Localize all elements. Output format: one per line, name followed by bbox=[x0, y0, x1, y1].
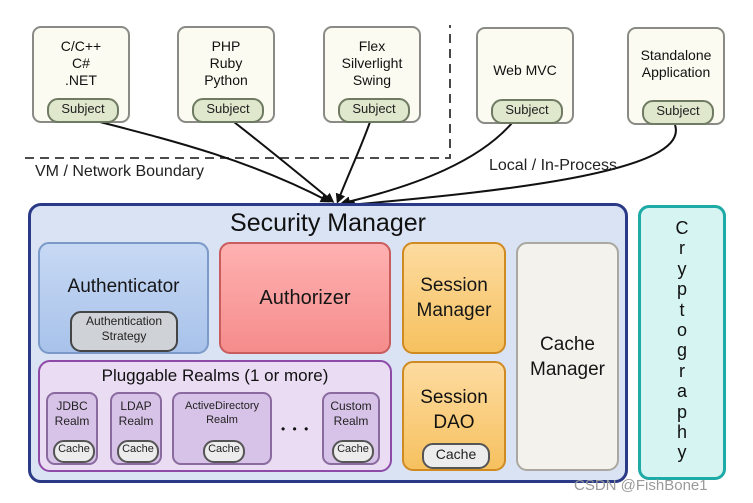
client-standalone: Standalone Application Subject bbox=[627, 27, 725, 125]
realm-line: Realm bbox=[54, 414, 90, 428]
client-line: Swing bbox=[352, 72, 392, 88]
cache-manager-line: Manager bbox=[530, 358, 605, 380]
client-line: Web MVC bbox=[493, 62, 557, 78]
realm-cache: Cache bbox=[117, 440, 159, 463]
realm-cache: Cache bbox=[203, 440, 245, 463]
client-line: C/C++ bbox=[60, 38, 102, 54]
arrow-from-webmvc bbox=[340, 122, 513, 207]
client-line: Standalone bbox=[640, 47, 712, 63]
realm-line: LDAP bbox=[120, 399, 152, 413]
realm-activedirectory: ActiveDirectory Realm Cache bbox=[172, 392, 272, 465]
watermark: CSDN @FishBone1 bbox=[574, 477, 708, 494]
security-manager-title: Security Manager bbox=[230, 209, 426, 237]
client-line: Flex bbox=[358, 38, 386, 54]
realm-line: Custom bbox=[330, 399, 372, 413]
session-manager: Session Manager bbox=[402, 242, 506, 354]
auth-strategy-line: Strategy bbox=[101, 329, 147, 343]
subject-badge: Subject bbox=[47, 98, 119, 123]
cache-manager: Cache Manager bbox=[516, 242, 619, 471]
client-line: Silverlight bbox=[341, 55, 403, 71]
cryptography-label: C r y p t o g r a p h y bbox=[675, 218, 689, 463]
arrow-from-dotnet bbox=[99, 121, 331, 203]
arrow-from-flex bbox=[335, 121, 371, 204]
client-line: Python bbox=[204, 72, 248, 88]
client-php: PHP Ruby Python Subject bbox=[177, 26, 275, 123]
realm-line: Realm bbox=[118, 414, 154, 428]
subject-badge: Subject bbox=[491, 99, 563, 124]
auth-strategy-line: Authentication bbox=[85, 314, 163, 328]
pluggable-realms-title: Pluggable Realms (1 or more) bbox=[101, 366, 329, 385]
session-dao-cache: Cache bbox=[422, 443, 490, 469]
client-dotnet: C/C++ C# .NET Subject bbox=[32, 26, 130, 123]
arrow-from-standalone bbox=[345, 124, 677, 210]
session-manager-line: Session bbox=[420, 275, 488, 296]
client-flex: Flex Silverlight Swing Subject bbox=[323, 26, 421, 123]
client-webmvc: Web MVC Subject bbox=[476, 27, 574, 124]
session-dao-line: Session bbox=[420, 387, 488, 408]
vm-boundary-label: VM / Network Boundary bbox=[35, 163, 204, 180]
realm-jdbc: JDBC Realm Cache bbox=[46, 392, 98, 465]
session-manager-line: Manager bbox=[416, 300, 492, 321]
cryptography: C r y p t o g r a p h y bbox=[638, 205, 726, 480]
client-line: .NET bbox=[65, 72, 97, 88]
realms-ellipsis: • • • bbox=[281, 422, 311, 436]
authorizer: Authorizer bbox=[219, 242, 391, 354]
realm-custom: Custom Realm Cache bbox=[322, 392, 380, 465]
subject-badge: Subject bbox=[642, 100, 714, 125]
client-line: PHP bbox=[211, 38, 241, 54]
authenticator-label: Authenticator bbox=[67, 276, 180, 297]
realm-line: Realm bbox=[333, 414, 369, 428]
realm-line: Realm bbox=[206, 414, 238, 426]
subject-badge: Subject bbox=[192, 98, 264, 123]
realm-ldap: LDAP Realm Cache bbox=[110, 392, 162, 465]
local-in-process-label: Local / In-Process bbox=[489, 157, 618, 174]
session-dao-line: DAO bbox=[433, 412, 475, 433]
client-line: Application bbox=[641, 64, 711, 80]
client-line: C# bbox=[72, 55, 90, 71]
vm-boundary-line bbox=[25, 25, 451, 159]
realm-line: JDBC bbox=[56, 399, 88, 413]
authentication-strategy: Authentication Strategy bbox=[70, 311, 178, 352]
session-dao: Session DAO Cache bbox=[402, 361, 506, 471]
subject-badge: Subject bbox=[338, 98, 410, 123]
realm-line: ActiveDirectory bbox=[185, 400, 259, 412]
client-line: Ruby bbox=[209, 55, 243, 71]
cache-manager-line: Cache bbox=[540, 333, 595, 355]
realm-cache: Cache bbox=[53, 440, 95, 463]
realm-cache: Cache bbox=[332, 440, 374, 463]
arrow-from-php bbox=[233, 121, 335, 203]
authorizer-label: Authorizer bbox=[259, 286, 351, 309]
